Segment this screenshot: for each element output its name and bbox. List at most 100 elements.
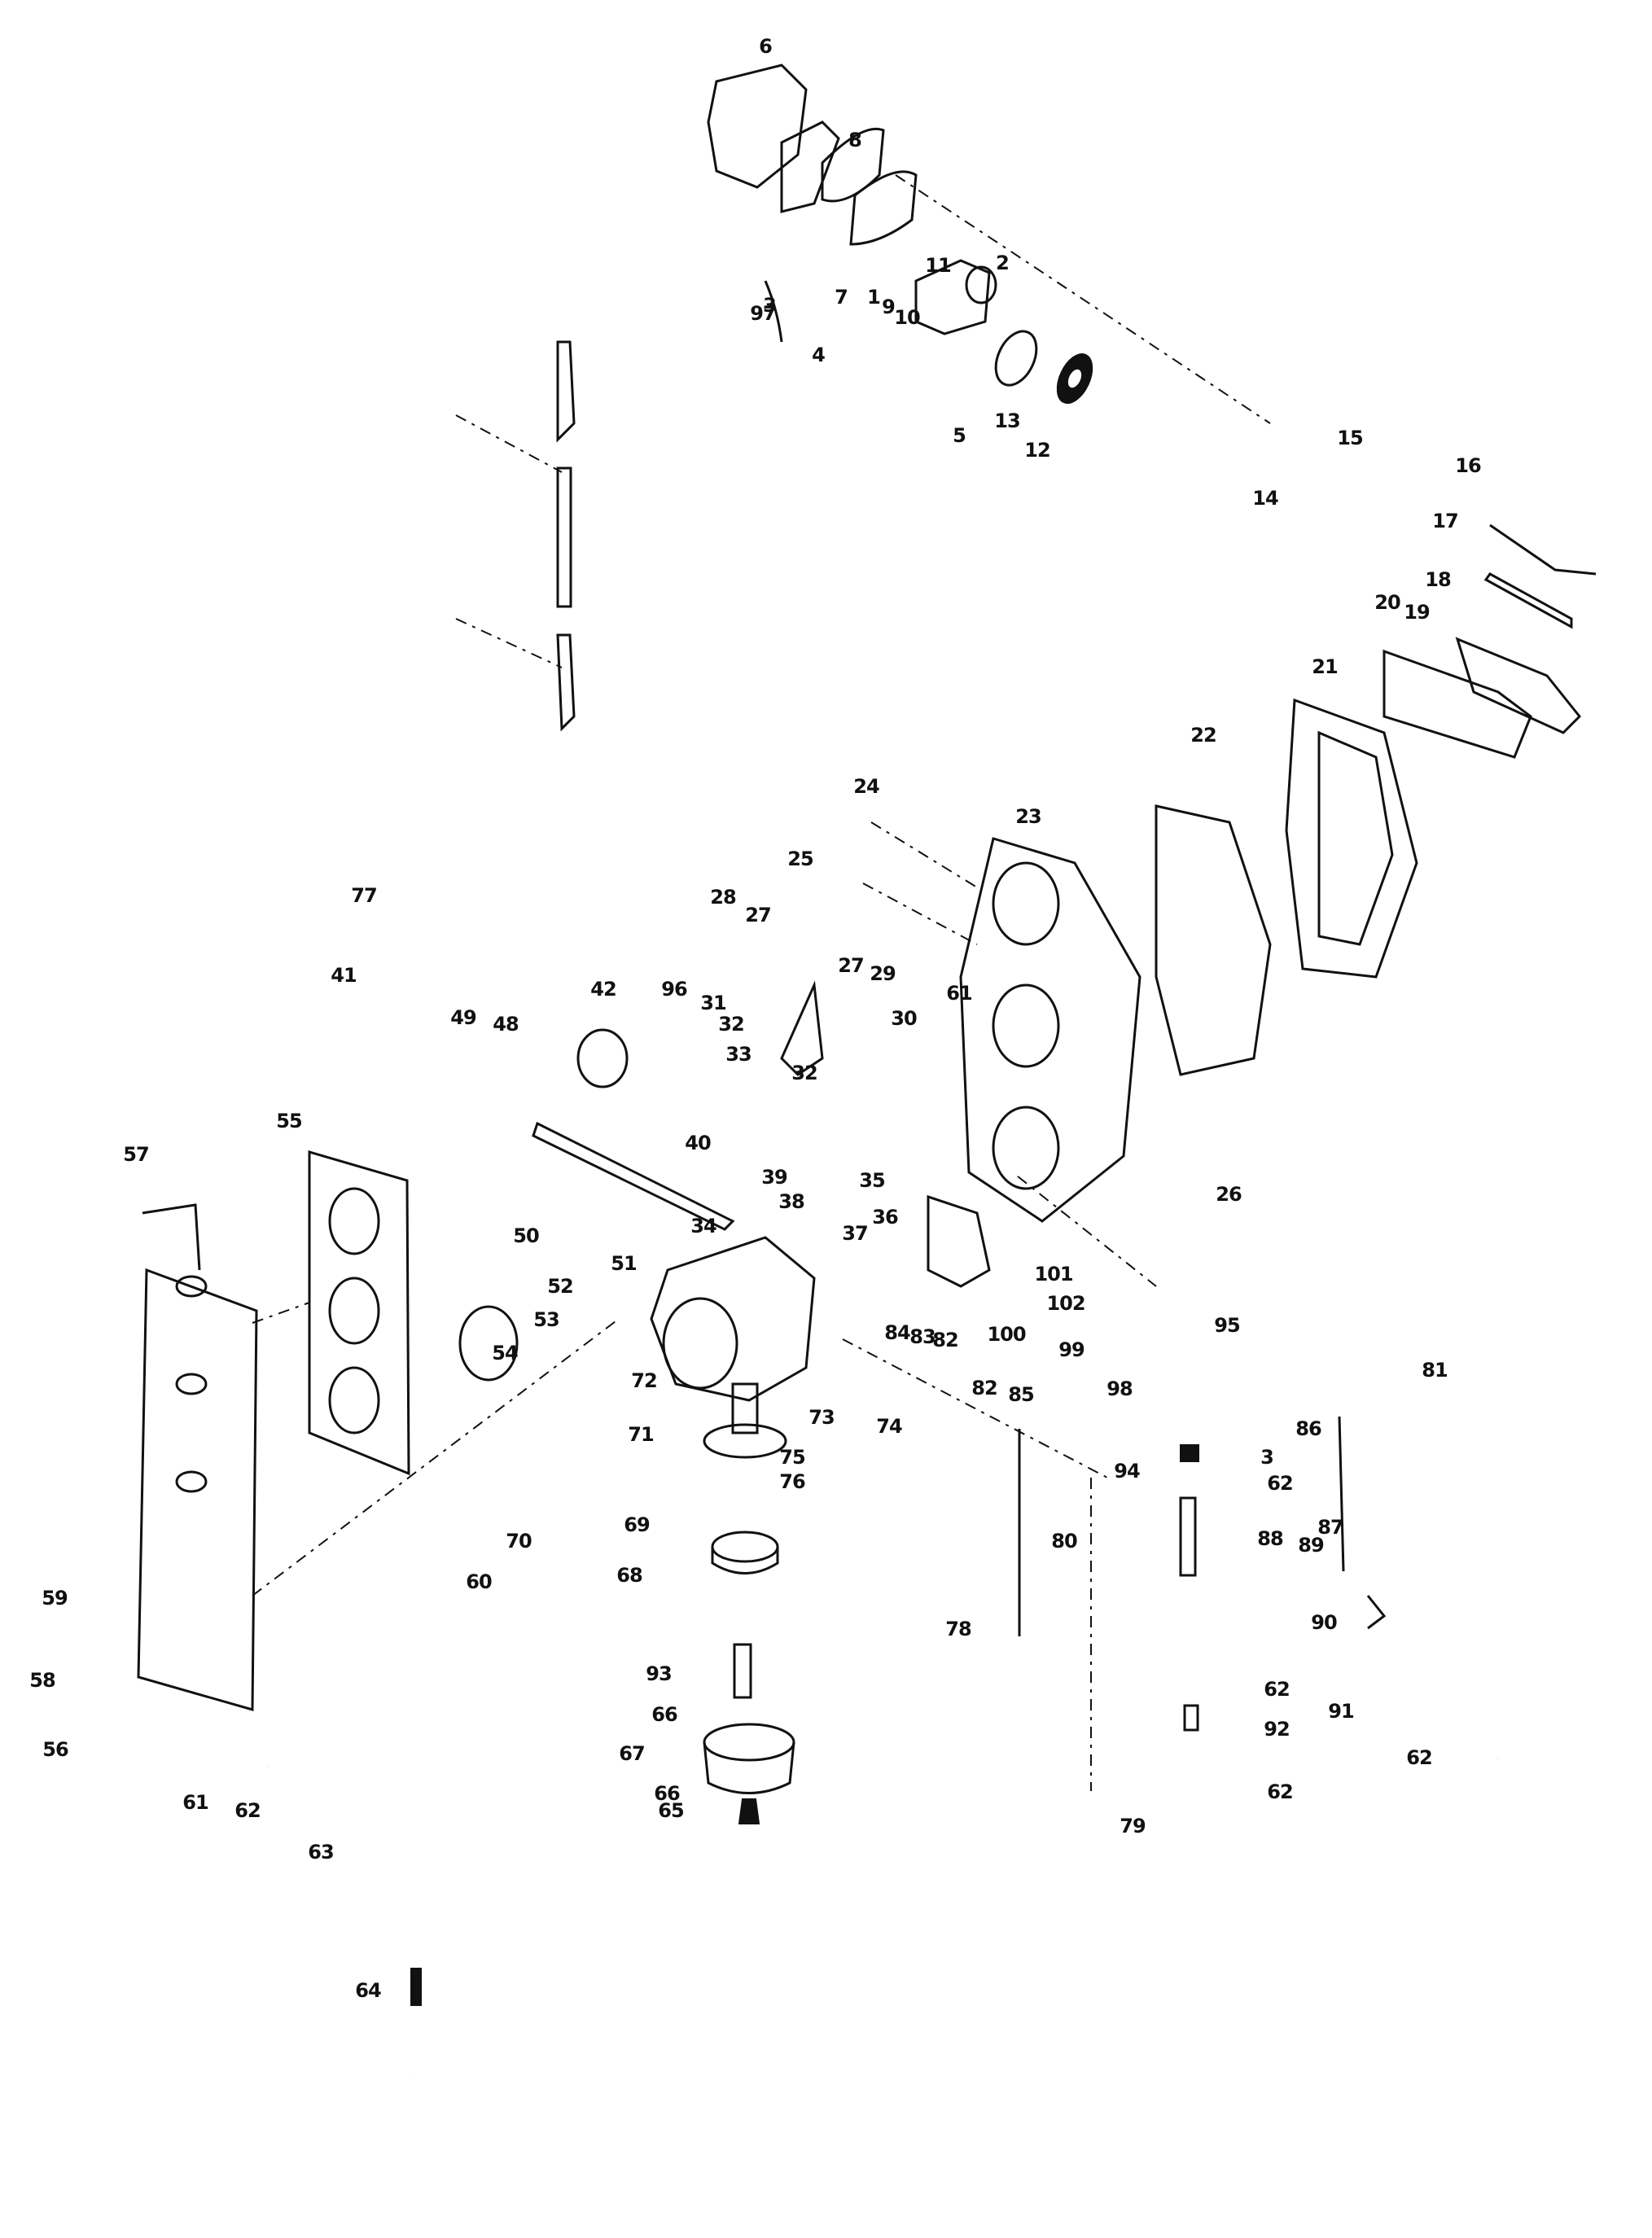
part-callout-91: 91 [1328, 1700, 1354, 1723]
part-callout-42: 42 [590, 978, 616, 1001]
part-callout-54: 54 [492, 1342, 518, 1364]
part-callout-28: 28 [710, 886, 736, 909]
part-callout-77: 77 [351, 884, 377, 907]
part-callout-51: 51 [611, 1252, 637, 1275]
part-callout-66: 66 [651, 1703, 677, 1726]
part-callout-31: 31 [700, 992, 726, 1014]
part-callout-67: 67 [619, 1742, 645, 1765]
part-callout-14: 14 [1252, 487, 1278, 510]
part-callout-17: 17 [1432, 510, 1458, 532]
drain-fitting [410, 1968, 422, 2006]
carburetor-body [650, 1236, 816, 1434]
reed-plate [1285, 698, 1418, 979]
part-callout-27: 27 [745, 904, 771, 926]
pump-seal-ring [1056, 353, 1093, 404]
part-callout-29: 29 [870, 962, 896, 985]
bowl-drain-plug [738, 1798, 760, 1824]
pump-diaphragm [849, 170, 918, 246]
part-callout-62: 62 [1406, 1746, 1432, 1769]
part-callout-12: 12 [1024, 439, 1050, 462]
reed-stop [1489, 523, 1597, 576]
part-callout-88: 88 [1257, 1527, 1283, 1550]
part-callout-62: 62 [234, 1799, 261, 1822]
pump-valve-plate [994, 330, 1038, 387]
part-callout-11: 11 [925, 254, 951, 277]
part-callout-36: 36 [872, 1206, 898, 1228]
part-callout-53: 53 [533, 1308, 559, 1331]
primer-tee [1183, 1704, 1199, 1732]
choke-rod [1338, 1416, 1345, 1572]
part-callout-18: 18 [1425, 568, 1451, 591]
part-callout-96: 96 [661, 978, 687, 1001]
part-callout-34: 34 [690, 1215, 716, 1237]
part-callout-98: 98 [1106, 1377, 1133, 1400]
part-callout-82: 82 [971, 1377, 997, 1399]
part-callout-84: 84 [884, 1321, 910, 1344]
part-callout-23: 23 [1015, 805, 1041, 828]
part-callout-16: 16 [1455, 454, 1481, 477]
part-callout-32: 32 [718, 1013, 744, 1036]
part-callout-86: 86 [1295, 1417, 1321, 1440]
carburetor-flange-gasket [927, 1194, 991, 1288]
part-callout-48: 48 [493, 1013, 519, 1036]
part-callout-33: 33 [725, 1043, 752, 1066]
part-callout-41: 41 [331, 964, 357, 987]
part-callout-30: 30 [891, 1007, 917, 1030]
part-callout-40: 40 [685, 1132, 711, 1154]
part-callout-61: 61 [182, 1791, 208, 1814]
carburetor-adapter-gasket [458, 1305, 519, 1382]
part-callout-90: 90 [1311, 1611, 1337, 1634]
intake-manifold [959, 837, 1142, 1223]
pump-gasket [821, 127, 885, 203]
part-callout-21: 21 [1312, 655, 1338, 678]
part-callout-71: 71 [628, 1423, 654, 1446]
part-callout-38: 38 [778, 1190, 804, 1213]
part-callout-76: 76 [779, 1470, 805, 1493]
throttle-cam [780, 980, 824, 1076]
part-callout-39: 39 [761, 1166, 787, 1189]
float [711, 1531, 779, 1574]
part-callout-15: 15 [1337, 427, 1363, 449]
part-callout-58: 58 [29, 1669, 55, 1692]
part-callout-66: 66 [654, 1782, 680, 1805]
part-callout-101: 101 [1034, 1263, 1073, 1285]
part-callout-35: 35 [859, 1169, 885, 1192]
part-callout-6: 6 [759, 35, 773, 58]
part-callout-87: 87 [1317, 1516, 1343, 1539]
primer-elbow [1180, 1444, 1199, 1462]
part-callout-24: 24 [853, 775, 879, 798]
fuel-hose-short [764, 280, 783, 343]
choke-clip [1366, 1595, 1387, 1630]
part-callout-27: 27 [838, 954, 864, 977]
reed-petals [1483, 572, 1573, 629]
part-callout-59: 59 [42, 1587, 68, 1610]
part-callout-78: 78 [945, 1618, 971, 1640]
part-callout-89: 89 [1298, 1534, 1324, 1557]
choke-plate [576, 1028, 629, 1088]
part-callout-50: 50 [513, 1224, 539, 1247]
primer-hose [1179, 1496, 1197, 1577]
part-callout-63: 63 [308, 1841, 334, 1864]
manifold-gasket [1155, 804, 1272, 1076]
part-callout-81: 81 [1422, 1359, 1448, 1382]
part-callout-10: 10 [894, 306, 920, 329]
part-callout-3: 3 [763, 294, 777, 317]
part-callout-65: 65 [658, 1799, 684, 1822]
part-callout-60: 60 [466, 1570, 492, 1593]
choke-lever [532, 1121, 735, 1231]
part-callout-7: 7 [835, 286, 848, 309]
air-silencer-cover [137, 1203, 258, 1711]
part-callout-57: 57 [123, 1143, 149, 1166]
reed-block [1455, 637, 1582, 734]
part-callout-92: 92 [1264, 1718, 1290, 1741]
part-callout-25: 25 [787, 847, 813, 870]
part-callout-1: 1 [867, 286, 881, 309]
part-callout-26: 26 [1216, 1183, 1242, 1206]
reed-plate-gasket [1383, 649, 1532, 759]
pump-cover [914, 259, 997, 335]
part-callout-62: 62 [1267, 1780, 1293, 1803]
part-callout-99: 99 [1058, 1338, 1085, 1361]
part-callout-52: 52 [547, 1275, 573, 1298]
